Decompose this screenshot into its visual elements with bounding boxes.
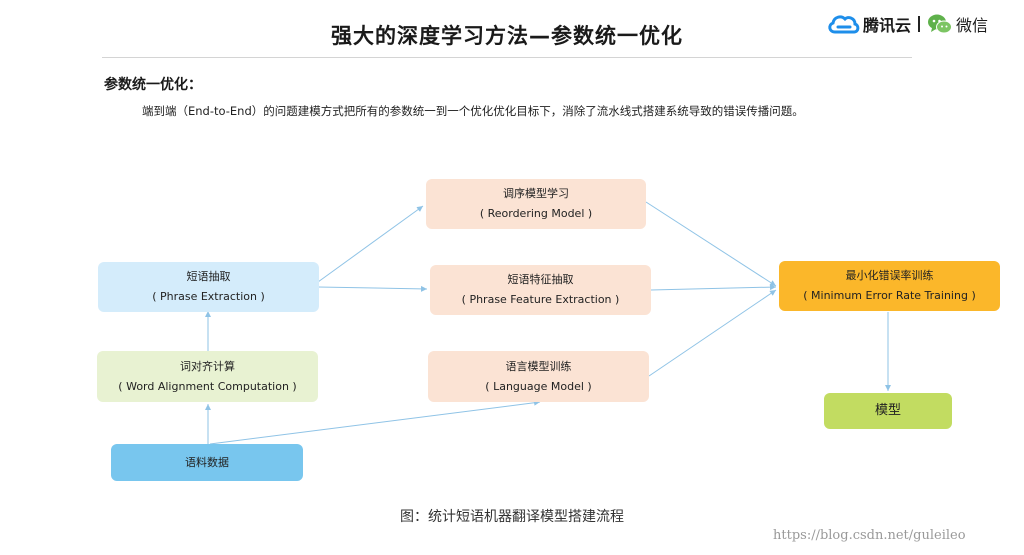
page-title: 强大的深度学习方法—参数统一优化: [331, 24, 683, 48]
node-reordering-model: 调序模型学习 ( Reordering Model ): [426, 179, 646, 229]
arrow-reordering-to-mert: [645, 201, 777, 287]
node-mert-en: ( Minimum Error Rate Training ): [803, 289, 976, 302]
arrow-lm-to-mert: [648, 289, 777, 377]
node-language-model-en: ( Language Model ): [485, 379, 592, 393]
tencent-cloud-label: 腾讯云: [863, 16, 912, 35]
node-phrase-feature-en: ( Phrase Feature Extraction ): [461, 293, 620, 306]
brand-logos: 腾讯云 微信: [826, 9, 988, 39]
node-model-zh: 模型: [874, 403, 901, 418]
node-corpus-zh: 语料数据: [185, 455, 229, 469]
node-word-alignment: 词对齐计算 ( Word Alignment Computation ): [97, 351, 318, 402]
title-divider: [102, 57, 912, 58]
node-minimum-error-rate-training: 最小化错误率训练 ( Minimum Error Rate Training ): [779, 261, 1000, 311]
node-phrase-extraction-zh: 短语抽取: [186, 270, 231, 283]
node-word-alignment-en: ( Word Alignment Computation ): [118, 379, 297, 393]
node-phrase-extraction: 短语抽取 ( Phrase Extraction ): [98, 262, 319, 312]
arrow-corpus-to-lm: [209, 399, 541, 445]
logo-separator: [918, 16, 921, 32]
node-model: 模型: [824, 393, 952, 429]
node-word-alignment-zh: 词对齐计算: [180, 359, 235, 373]
node-mert-zh: 最小化错误率训练: [845, 269, 934, 282]
wechat-icon: [928, 14, 953, 34]
arrow-extraction-to-feature: [317, 285, 428, 292]
node-corpus-data: 语料数据: [111, 444, 303, 481]
node-reordering-model-zh: 调序模型学习: [503, 187, 569, 200]
node-phrase-extraction-en: ( Phrase Extraction ): [152, 290, 265, 303]
node-reordering-model-en: ( Reordering Model ): [479, 207, 593, 220]
node-language-model: 语言模型训练 ( Language Model ): [428, 351, 649, 402]
tencent-cloud-icon: [828, 15, 860, 34]
node-language-model-zh: 语言模型训练: [505, 359, 572, 373]
node-phrase-feature-zh: 短语特征抽取: [507, 273, 574, 286]
figure-caption: 图：统计短语机器翻译模型搭建流程: [400, 509, 624, 525]
arrow-feature-to-mert: [650, 284, 777, 291]
node-phrase-feature-extraction: 短语特征抽取 ( Phrase Feature Extraction ): [430, 265, 651, 315]
arrow-extraction-to-reordering: [317, 205, 424, 283]
wechat-label: 微信: [956, 16, 989, 35]
section-body: 端到端（End-to-End）的问题建模方式把所有的参数统一到一个优化优化目标下…: [142, 104, 804, 118]
watermark: https://blog.csdn.net/guleileo: [773, 528, 966, 543]
section-heading: 参数统一优化：: [104, 77, 202, 93]
